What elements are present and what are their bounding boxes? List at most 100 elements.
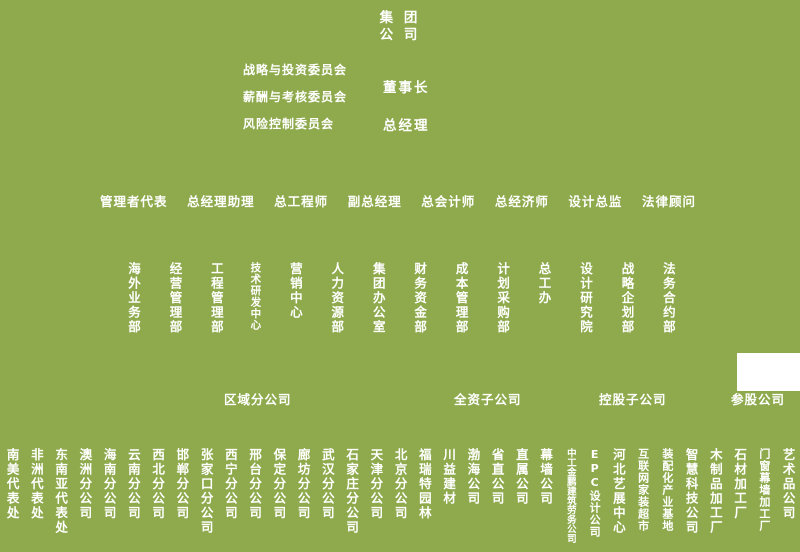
group-company-line1: 集 团: [379, 10, 421, 26]
company-name: 石材加工厂: [732, 448, 748, 521]
company-row: 南美代表处非洲代表处东南亚代表处澳洲分公司海南分公司云南分公司西北分公司邯郸分公…: [0, 448, 800, 552]
company-cell: 省直公司: [485, 448, 509, 552]
company-cell: 海南分公司: [97, 448, 121, 552]
department-column: 人力资源部: [329, 262, 345, 335]
company-cell: 石家庄分公司: [340, 448, 364, 552]
category-regional-branches: 区域分公司: [224, 392, 292, 407]
company-name: EPC设计公司: [588, 448, 602, 538]
company-cell: 川益建材: [437, 448, 461, 552]
company-cell: 智慧科技公司: [679, 448, 703, 552]
department-column: 海外业务部: [126, 262, 141, 335]
company-cell: 互联网家装超市: [631, 448, 655, 552]
company-cell: 福瑞特园林: [412, 448, 436, 552]
committee-item: 战略与投资委员会: [243, 63, 348, 77]
company-cell: 南美代表处: [0, 448, 24, 552]
company-cell: 西宁分公司: [218, 448, 242, 552]
company-name: 云南分公司: [125, 448, 141, 521]
company-cell: EPC设计公司: [582, 448, 606, 552]
company-cell: 北京分公司: [388, 448, 412, 552]
company-name: 武汉分公司: [319, 448, 335, 521]
company-name: 澳洲分公司: [77, 448, 93, 521]
company-cell: 云南分公司: [121, 448, 145, 552]
company-name: 廊坊分公司: [295, 448, 311, 521]
company-cell: 中工金鹏建筑劳务公司: [558, 448, 582, 552]
company-name: 东南亚代表处: [53, 448, 69, 535]
company-cell: 艺术品公司: [776, 448, 800, 552]
company-cell: 装配化产业基地: [655, 448, 679, 552]
company-name: 西宁分公司: [222, 448, 238, 521]
company-name: 西北分公司: [150, 448, 166, 521]
committee-item: 风险控制委员会: [243, 117, 335, 131]
company-name: 福瑞特园林: [416, 448, 432, 521]
category-holding-subsidiaries: 控股子公司: [599, 392, 667, 407]
executive-title: 总经理助理: [187, 194, 255, 209]
department-column: 设计研究院: [577, 262, 593, 335]
company-name: 直属公司: [513, 448, 529, 506]
department-row: 海外业务部 经营管理部 工程管理部 技术研发中心 营销中心 人力资源部 集团办公室 财务资金部…: [124, 262, 678, 352]
general-manager-title: 总经理: [383, 118, 430, 134]
company-name: 张家口分公司: [198, 448, 214, 535]
company-cell: 石材加工厂: [728, 448, 752, 552]
company-cell: 河北艺展中心: [606, 448, 630, 552]
department-column: 集团办公室: [370, 262, 386, 335]
company-name: 保定分公司: [271, 448, 287, 521]
company-name: 石家庄分公司: [344, 448, 360, 535]
company-name: 互联网家装超市: [636, 448, 650, 532]
company-cell: 直属公司: [509, 448, 533, 552]
company-cell: 张家口分公司: [194, 448, 218, 552]
department-column: 技术研发中心: [249, 262, 262, 331]
department-column: 战略企划部: [619, 262, 635, 335]
company-cell: 廊坊分公司: [291, 448, 315, 552]
company-cell: 西北分公司: [146, 448, 170, 552]
white-patch: [737, 353, 800, 391]
chairman-title: 董事长: [383, 80, 430, 96]
company-name: 海南分公司: [101, 448, 117, 521]
company-name: 智慧科技公司: [683, 448, 699, 535]
executive-title: 副总经理: [347, 194, 402, 209]
company-name: 河北艺展中心: [610, 448, 626, 535]
executive-title: 法律顾问: [641, 194, 696, 209]
company-cell: 邯郸分公司: [170, 448, 194, 552]
department-column: 法务合约部: [660, 262, 676, 335]
company-cell: 幕墙公司: [534, 448, 558, 552]
company-name: 天津分公司: [368, 448, 384, 521]
executive-title: 设计总监: [568, 194, 623, 209]
company-name: 中工金鹏建筑劳务公司: [564, 448, 576, 543]
company-cell: 保定分公司: [267, 448, 291, 552]
department-column: 总工办: [536, 262, 552, 306]
department-column: 财务资金部: [412, 262, 428, 335]
department-column: 工程管理部: [208, 262, 224, 335]
company-cell: 澳洲分公司: [73, 448, 97, 552]
company-cell: 门窗幕墙加工厂: [752, 448, 776, 552]
company-name: 非洲代表处: [28, 448, 44, 521]
executive-title: 总经济师: [494, 194, 549, 209]
company-name: 装配化产业基地: [660, 448, 674, 532]
company-name: 邯郸分公司: [174, 448, 190, 521]
company-name: 省直公司: [489, 448, 505, 506]
committee-item: 薪酬与考核委员会: [243, 90, 348, 104]
group-company-title: 集 团 公 司: [340, 10, 460, 44]
department-column: 计划采购部: [495, 262, 511, 335]
department-column: 营销中心: [287, 262, 303, 320]
executive-title: 总会计师: [421, 194, 476, 209]
category-wholly-owned-subsidiaries: 全资子公司: [454, 392, 522, 407]
company-name: 木制品加工厂: [707, 448, 723, 535]
company-name: 南美代表处: [4, 448, 20, 521]
executive-row: 管理者代表 总经理助理 总工程师 副总经理 总会计师 总经济师 设计总监 法律顾问: [100, 191, 696, 210]
executive-title: 总工程师: [274, 194, 329, 209]
company-name: 北京分公司: [392, 448, 408, 521]
company-cell: 东南亚代表处: [49, 448, 73, 552]
executive-title: 管理者代表: [100, 194, 168, 209]
company-name: 渤海公司: [465, 448, 481, 506]
company-cell: 天津分公司: [364, 448, 388, 552]
department-column: 成本管理部: [453, 262, 469, 335]
group-company-line2: 公 司: [379, 27, 421, 43]
company-name: 幕墙公司: [538, 448, 554, 506]
company-cell: 木制品加工厂: [703, 448, 727, 552]
department-column: 经营管理部: [167, 262, 183, 335]
company-cell: 渤海公司: [461, 448, 485, 552]
category-shareholding-companies: 参股公司: [731, 392, 786, 407]
company-cell: 武汉分公司: [315, 448, 339, 552]
company-name: 门窗幕墙加工厂: [757, 448, 771, 532]
